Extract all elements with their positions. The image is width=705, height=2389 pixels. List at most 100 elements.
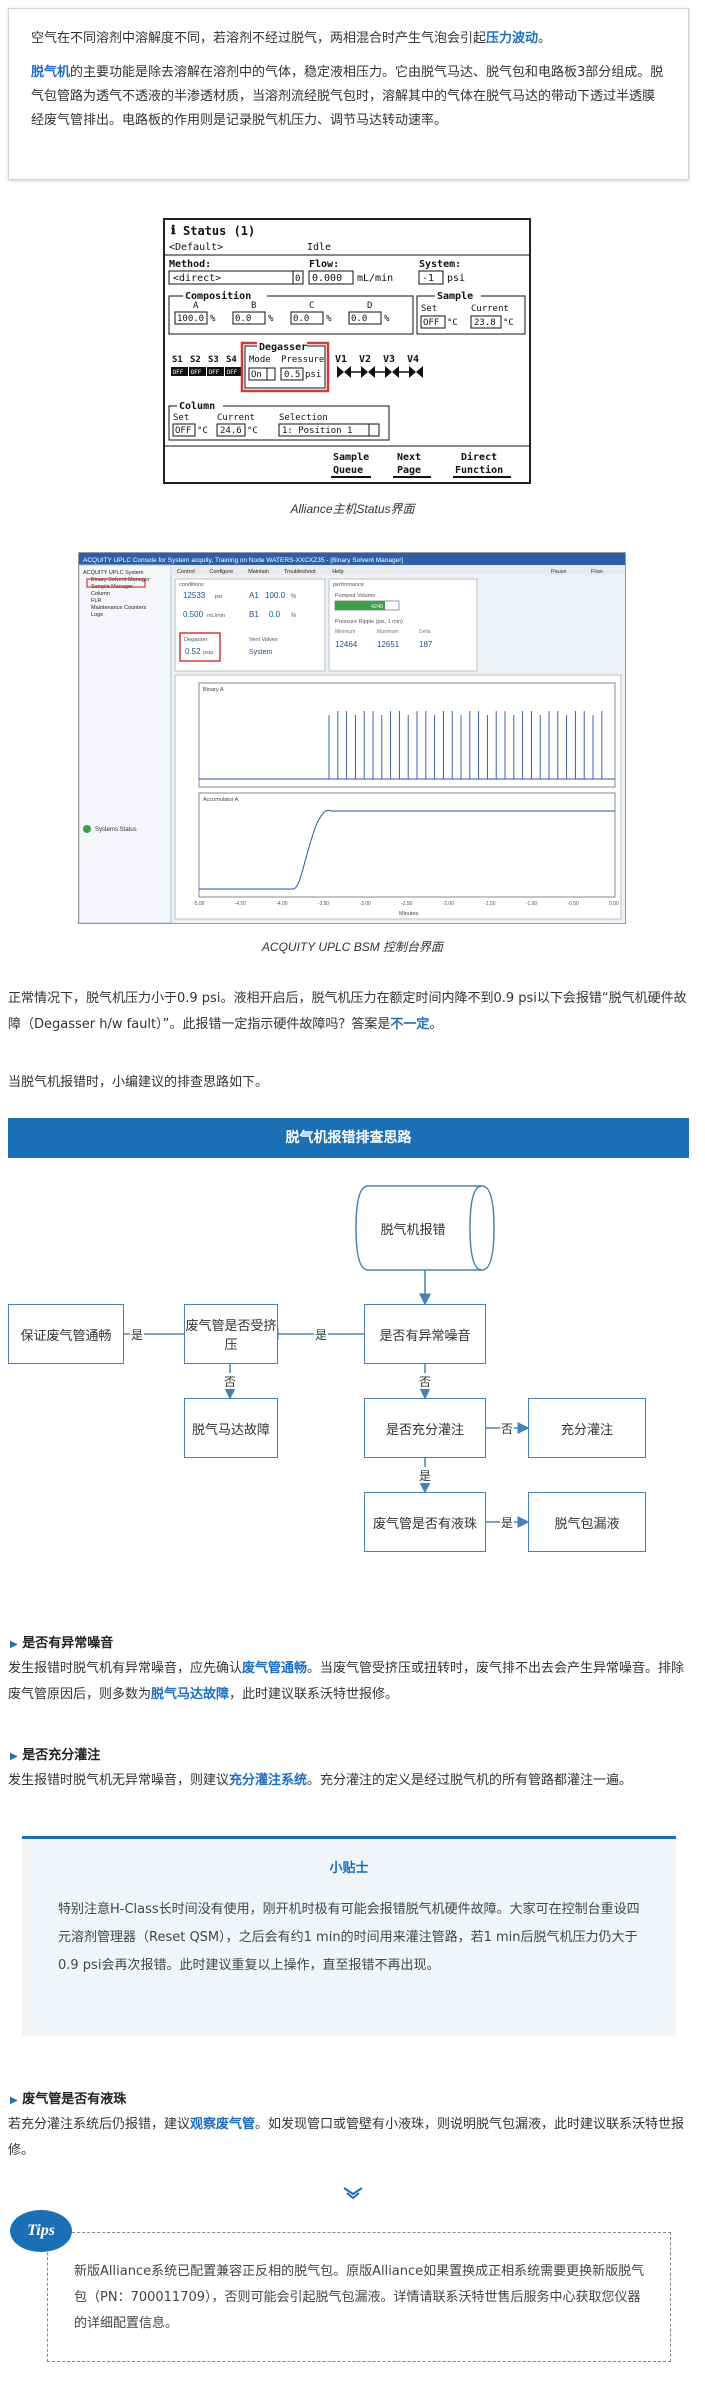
svg-text:psia: psia xyxy=(203,650,214,656)
x-tick-8: -1.00 xyxy=(526,901,538,907)
tree-item-0[interactable]: ACQUITY UPLC System xyxy=(83,570,144,576)
svg-text:Vent Valves: Vent Valves xyxy=(249,637,278,643)
sample-queue-button[interactable]: Sample Queue xyxy=(331,452,371,478)
valve-label-v4: V4 xyxy=(407,354,419,365)
not-necessarily-highlight: 不一定 xyxy=(390,1017,430,1032)
column-current-field xyxy=(216,423,246,437)
x-tick-9: -0.50 xyxy=(567,901,579,907)
flow-start: 脱气机报错 xyxy=(380,1222,446,1238)
svg-text:OFF: OFF xyxy=(209,369,220,376)
svg-text:0: 0 xyxy=(295,274,300,284)
section-priming-title: ▶ 是否充分灌注 xyxy=(10,1748,101,1763)
no-label-1: 否 xyxy=(224,1375,236,1389)
svg-text:100.0: 100.0 xyxy=(177,314,204,324)
flow-field[interactable] xyxy=(308,270,354,285)
direct-function-button[interactable]: Direct Function xyxy=(453,451,511,478)
next-page-button[interactable]: Next Page xyxy=(393,452,431,478)
valve-icon-v2 xyxy=(361,366,368,378)
section-bullet-icon: ▶ xyxy=(10,2095,18,2106)
composition-field-b[interactable] xyxy=(232,311,266,325)
svg-text:0.0: 0.0 xyxy=(351,314,367,324)
valve-label-v3: V3 xyxy=(383,354,395,365)
pause-button[interactable]: Pause xyxy=(551,569,567,575)
flowchart-connectors: 是 是 否 否 否 是 是 xyxy=(84,1185,530,1530)
svg-text:psi: psi xyxy=(305,370,321,380)
plot1-label: Binary A xyxy=(203,687,224,693)
svg-text:OFF: OFF xyxy=(173,369,184,376)
valve-label-v2: V2 xyxy=(359,354,371,365)
troubleshoot-intro: 当脱气机报错时，小编建议的排查思路如下。 xyxy=(8,1075,269,1090)
x-tick-0: -5.00 xyxy=(193,901,205,907)
tree-item-3[interactable]: Column xyxy=(91,591,110,597)
svg-text:0.5: 0.5 xyxy=(284,370,300,380)
tree-item-4[interactable]: FLR xyxy=(91,598,101,604)
menu-item-control[interactable]: Control xyxy=(177,569,195,575)
default-label: <Default> xyxy=(169,242,223,253)
svg-text:OFF: OFF xyxy=(227,369,238,376)
sparge-indicator-s3 xyxy=(207,367,224,376)
svg-text:%: % xyxy=(268,314,274,324)
svg-text:OFF: OFF xyxy=(423,318,439,328)
svg-text:mL/min: mL/min xyxy=(207,613,225,619)
pumped-volume-bar xyxy=(335,601,385,610)
system-pressure-value: 12533 xyxy=(183,591,206,600)
degasser-pressure-field xyxy=(280,367,304,381)
svg-text:Next: Next xyxy=(397,452,421,463)
acquity-console-canvas: ACQUITY UPLC Console for System acquity,… xyxy=(79,553,625,923)
composition-field-a[interactable] xyxy=(174,311,208,325)
sparge-indicator-s4 xyxy=(225,367,242,376)
composition-field-c[interactable] xyxy=(290,311,324,325)
composition-group xyxy=(168,295,414,335)
menu-item-maintain[interactable]: Maintain xyxy=(248,569,269,575)
valve-label-v1: V1 xyxy=(335,354,347,365)
svg-text:conditions: conditions xyxy=(179,582,204,588)
alliance-caption: Alliance主机Status界面 xyxy=(290,502,415,516)
status-title: Status (1) xyxy=(183,224,255,238)
system-label: System: xyxy=(419,259,461,270)
svg-text:Current: Current xyxy=(471,304,509,314)
column-set-field[interactable] xyxy=(172,423,196,437)
ripple-value-0: 12464 xyxy=(335,640,358,649)
menu-item-configure[interactable]: Configure xyxy=(209,569,233,575)
svg-text:Set: Set xyxy=(173,413,189,423)
flow-result-keep-exhaust-clear: 保证废气管通畅 xyxy=(8,1304,124,1364)
svg-text:%: % xyxy=(326,314,332,324)
system-field[interactable] xyxy=(418,270,444,285)
svg-text:°C: °C xyxy=(247,426,258,436)
x-tick-2: -4.00 xyxy=(276,901,288,907)
x-tick-4: -3.00 xyxy=(359,901,371,907)
composition-letter-a: A xyxy=(193,301,199,311)
plot2-label: Accumulator A xyxy=(203,797,239,803)
svg-text:1: Position 1: 1: Position 1 xyxy=(282,426,352,436)
x-tick-1: -4.50 xyxy=(235,901,247,907)
menu-item-troubleshoot[interactable]: Troubleshoot xyxy=(284,569,316,575)
degasser-highlight: 脱气机 xyxy=(31,65,71,80)
system-status-icon xyxy=(83,825,91,833)
tree-item-5[interactable]: Maintenance Counters xyxy=(91,605,147,611)
svg-text:%: % xyxy=(291,613,297,619)
sample-set-field[interactable] xyxy=(420,315,446,329)
tree-item-6[interactable]: Logs xyxy=(91,612,103,618)
tree-item-1[interactable]: Binary Solvent Manager xyxy=(91,577,150,583)
composition-letter-c: C xyxy=(309,301,314,311)
start-cylinder xyxy=(355,1185,495,1271)
svg-text:0.0: 0.0 xyxy=(269,610,281,619)
method-label: Method: xyxy=(169,259,211,270)
section-bullet-icon: ▶ xyxy=(10,1639,18,1650)
yes-label-2: 是 xyxy=(131,1328,143,1342)
status-icon: ℹ xyxy=(171,223,176,237)
sparge-label-s4: S4 xyxy=(226,355,237,365)
ripple-head-2: Delta xyxy=(419,629,431,635)
composition-field-d[interactable] xyxy=(348,311,382,325)
flow-button[interactable]: Flow xyxy=(591,569,603,575)
section-droplets-text: 若充分灌注系统后仍报错，建议观察废气管。如发现管口或管壁有小液珠，则说明脱气包漏… xyxy=(8,2117,685,2158)
svg-text:OFF: OFF xyxy=(191,369,202,376)
section-noise-title: ▶ 是否有异常噪音 xyxy=(10,1636,114,1651)
svg-text:Pumped Volume: Pumped Volume xyxy=(335,593,375,599)
svg-text:Degasser: Degasser xyxy=(259,342,307,353)
svg-text:psi: psi xyxy=(447,273,465,284)
svg-text:0.0: 0.0 xyxy=(235,314,251,324)
ripple-head-1: Maximum xyxy=(377,629,399,635)
menu-item-help[interactable]: Help xyxy=(332,569,343,575)
